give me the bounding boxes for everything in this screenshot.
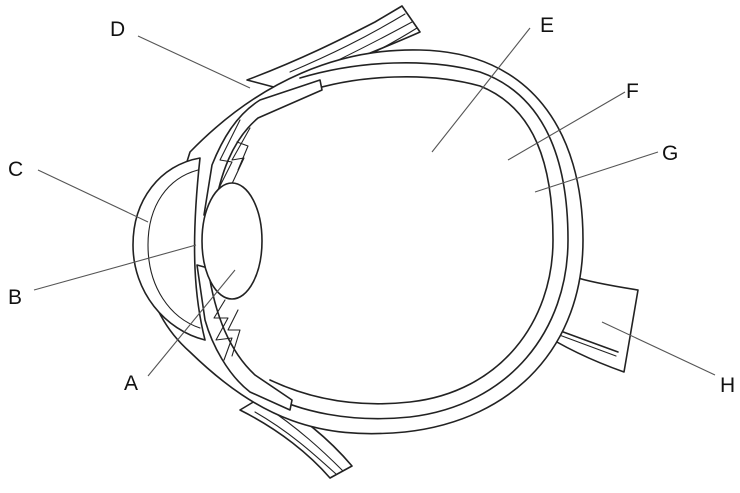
label-B: B: [8, 286, 22, 309]
leader-C: [38, 170, 148, 222]
label-E: E: [540, 14, 554, 37]
cornea: [133, 158, 205, 340]
label-G: G: [662, 142, 678, 165]
label-F: F: [626, 80, 639, 103]
label-A: A: [124, 372, 138, 395]
label-C: C: [8, 158, 23, 181]
label-H: H: [720, 374, 735, 397]
leader-D: [138, 36, 250, 88]
label-D: D: [110, 18, 125, 41]
lens: [202, 183, 262, 299]
